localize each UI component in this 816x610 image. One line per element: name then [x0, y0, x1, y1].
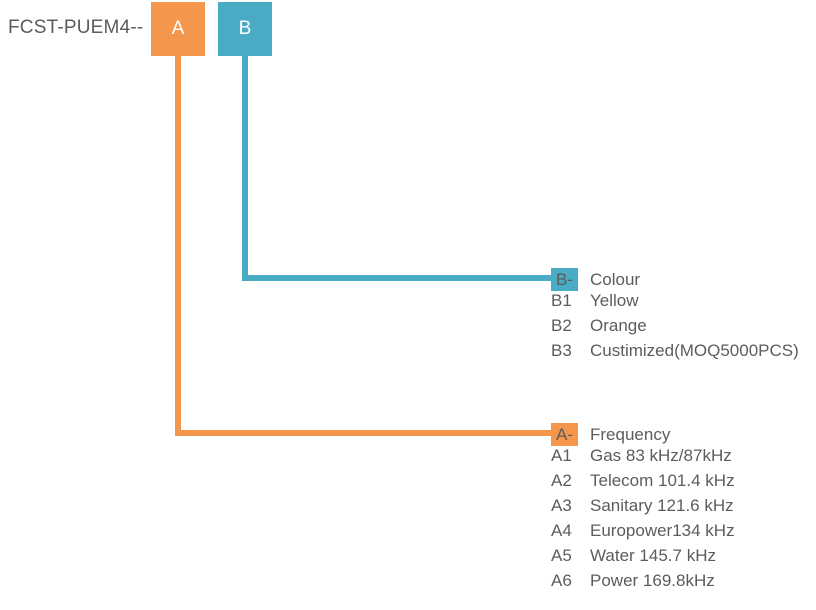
option-row: B3 Custimized(MOQ5000PCS)	[551, 341, 799, 366]
option-code: A6	[551, 571, 572, 590]
connector-stem-a-vertical	[175, 55, 181, 436]
option-row: A4 Europower134 kHz	[551, 521, 735, 546]
option-code: A3	[551, 496, 572, 515]
option-row: A6 Power 169.8kHz	[551, 571, 735, 596]
option-text: Custimized(MOQ5000PCS)	[590, 341, 799, 360]
option-code: B2	[551, 316, 572, 335]
option-text: Water 145.7 kHz	[590, 546, 716, 565]
option-row: A3 Sanitary 121.6 kHz	[551, 496, 735, 521]
option-text: Power 169.8kHz	[590, 571, 715, 590]
option-text: Gas 83 kHz/87kHz	[590, 446, 732, 465]
connector-line-a-horizontal	[175, 430, 557, 436]
option-row: B2 Orange	[551, 316, 799, 341]
option-group-title-frequency: Frequency	[590, 424, 671, 444]
connector-line-b-horizontal	[242, 275, 557, 281]
option-group-colour: B- Colour B1 Yellow B2 Orange B3 Custimi…	[551, 268, 799, 366]
option-row: A1 Gas 83 kHz/87kHz	[551, 446, 735, 471]
option-text: Orange	[590, 316, 647, 335]
option-code: A4	[551, 521, 572, 540]
option-group-header-colour: B- Colour	[551, 268, 799, 291]
option-row: A5 Water 145.7 kHz	[551, 546, 735, 571]
option-code: B3	[551, 341, 572, 360]
option-group-badge-a: A-	[551, 423, 578, 446]
option-row: B1 Yellow	[551, 291, 799, 316]
option-code: A1	[551, 446, 572, 465]
option-text: Telecom 101.4 kHz	[590, 471, 735, 490]
option-group-title-colour: Colour	[590, 269, 641, 289]
option-group-badge-b: B-	[551, 268, 578, 291]
connector-stem-b-vertical	[242, 55, 248, 281]
option-code: A5	[551, 546, 572, 565]
option-text: Yellow	[590, 291, 639, 310]
code-box-a[interactable]: A	[151, 2, 205, 56]
option-code: A2	[551, 471, 572, 490]
code-box-b[interactable]: B	[218, 2, 272, 56]
option-code: B1	[551, 291, 572, 310]
option-text: Sanitary 121.6 kHz	[590, 496, 734, 515]
option-group-frequency: A- Frequency A1 Gas 83 kHz/87kHz A2 Tele…	[551, 423, 735, 596]
option-text: Europower134 kHz	[590, 521, 735, 540]
part-number-prefix-label: FCST-PUEM4--	[8, 17, 144, 38]
option-group-header-frequency: A- Frequency	[551, 423, 735, 446]
option-row: A2 Telecom 101.4 kHz	[551, 471, 735, 496]
